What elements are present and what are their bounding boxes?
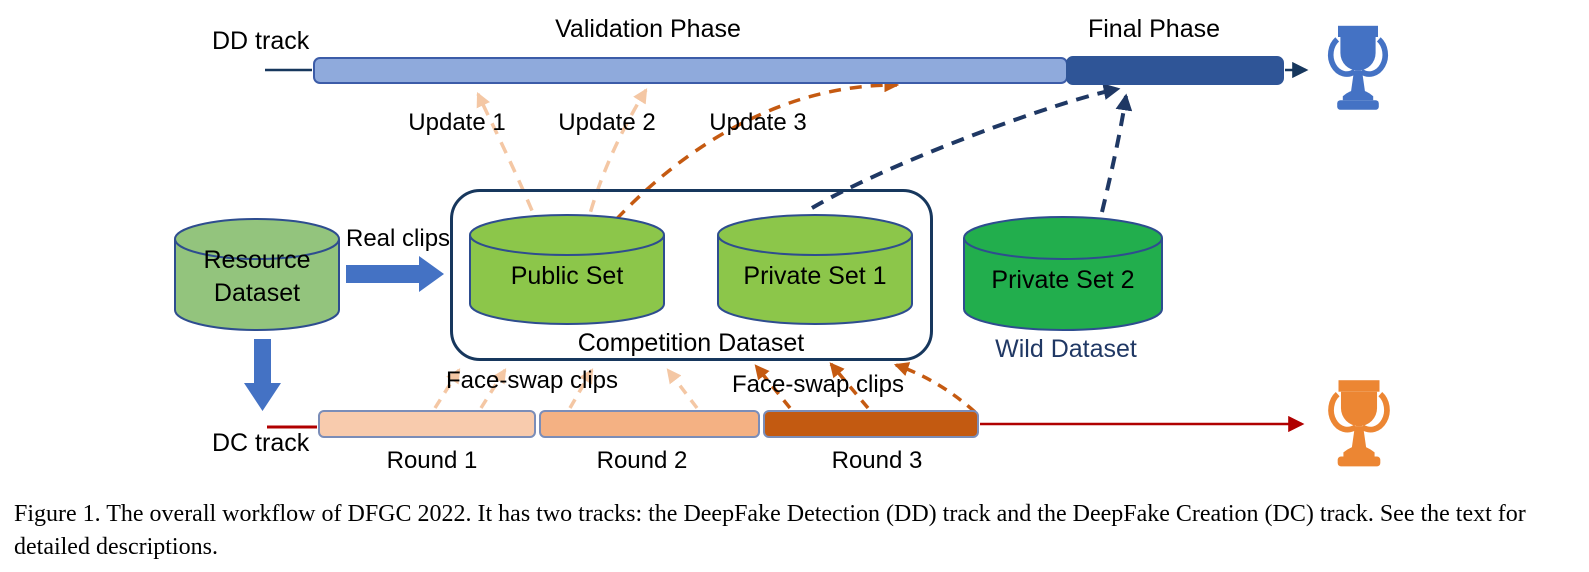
face-swap-clips-label-right: Face-swap clips — [731, 371, 905, 398]
round-3-bar — [763, 410, 979, 438]
cylinder-shape — [174, 218, 340, 331]
round-2-bar — [539, 410, 760, 438]
competition-dataset-box — [450, 189, 933, 361]
face-swap-arrow-4 — [666, 368, 699, 410]
dc-track-label: DC track — [212, 429, 310, 457]
update-3-label: Update 3 — [709, 109, 807, 136]
face-swap-arrow-7 — [893, 362, 977, 414]
dc-trophy-icon — [1328, 380, 1390, 467]
wild-dataset-label: Wild Dataset — [995, 335, 1137, 363]
face-swap-clips-label-left: Face-swap clips — [445, 367, 619, 394]
resource-dataset-label: Resource Dataset — [203, 246, 311, 307]
dd-trophy-icon — [1327, 25, 1389, 110]
real-clips-arrow-icon — [346, 256, 444, 292]
private-set2-to-final-arrow — [1100, 93, 1133, 213]
dd-track-label: DD track — [212, 27, 310, 55]
final-phase-label: Final Phase — [1087, 15, 1221, 43]
private-set-1-cylinder: Private Set 1 — [716, 212, 914, 328]
figure-caption: Figure 1. The overall workflow of DFGC 2… — [14, 501, 1526, 561]
public-set-cylinder: Public Set — [468, 212, 666, 328]
validation-phase-label: Validation Phase — [555, 15, 741, 43]
private-set-1-label: Private Set 1 — [743, 262, 887, 290]
private-set-2-cylinder: Private Set 2 — [962, 214, 1164, 334]
resource-dataset-cylinder: Resource Dataset — [173, 216, 341, 334]
round-1-bar — [318, 410, 536, 438]
cylinder-shape — [717, 214, 913, 325]
validation-phase-bar — [313, 57, 1068, 84]
round-1-label: Round 1 — [386, 447, 478, 474]
round-2-label: Round 2 — [596, 447, 688, 474]
private-set-2-label: Private Set 2 — [991, 266, 1135, 294]
public-set-label: Public Set — [510, 262, 624, 290]
competition-dataset-label: Competition Dataset — [577, 329, 805, 357]
round-3-label: Round 3 — [831, 447, 923, 474]
update-1-label: Update 1 — [408, 109, 506, 136]
cylinder-shape — [963, 216, 1163, 331]
cylinder-shape — [469, 214, 665, 325]
real-clips-label: Real clips — [346, 225, 451, 252]
final-phase-bar — [1066, 56, 1284, 85]
resource-to-dc-arrow-icon — [244, 339, 281, 411]
update-2-label: Update 2 — [558, 109, 656, 136]
